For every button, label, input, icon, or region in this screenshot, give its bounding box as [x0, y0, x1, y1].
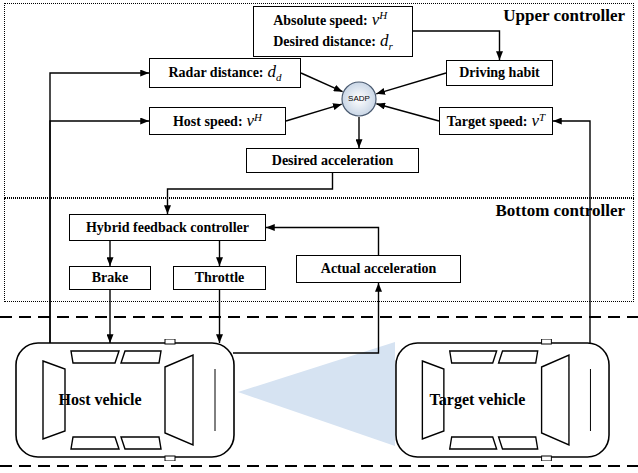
process-box: Hybrid feedback controller [69, 214, 266, 241]
node-text-block: Throttle [195, 269, 245, 287]
node-label: Upper controller [503, 6, 625, 25]
text-line: Desired distance: dr [273, 30, 393, 54]
text-line: SADP [348, 94, 370, 104]
text-line: Host vehicle [58, 390, 141, 410]
node-label: Target speed: [447, 114, 528, 129]
node-label: Radar distance: [168, 65, 263, 80]
node-text-block: Host speed: vH [173, 110, 262, 131]
text-line: Desired acceleration [272, 152, 393, 170]
process-box: Target speed: vT [439, 107, 553, 135]
text-line: Host speed: vH [173, 110, 262, 131]
radar-beam [238, 342, 395, 446]
text-line: Bottom controller [495, 200, 625, 221]
text-line: Throttle [195, 269, 245, 287]
process-box: Radar distance: dd [149, 58, 301, 88]
node-text-block: Radar distance: dd [168, 61, 281, 85]
subscript: r [389, 40, 393, 52]
node-text-block: Target speed: vT [447, 110, 545, 131]
process-box: Brake [69, 266, 151, 290]
node-text-block: Bottom controller [495, 200, 625, 221]
text-line: Absolute speed: vH [273, 9, 393, 30]
process-box: Desired acceleration [246, 148, 419, 173]
signal-arrow [168, 173, 333, 214]
signal-arrow [413, 31, 500, 60]
node-label: Hybrid feedback controller [86, 220, 249, 235]
signal-arrow [219, 241, 220, 266]
signal-arrow [286, 104, 342, 121]
controller-region: Bottom controllerHybrid feedback control… [4, 198, 634, 302]
controller-region: Upper controllerAbsolute speed:vHDesired… [4, 3, 634, 198]
node-label: Brake [92, 270, 129, 285]
node-text-block: Brake [92, 269, 129, 287]
signal-arrow [376, 73, 446, 94]
node-text-block: Host vehicle [58, 390, 191, 410]
node-label: Desired distance: [273, 34, 376, 49]
text-line: Driving habit [459, 64, 540, 82]
node-text-block: Upper controller [503, 5, 625, 26]
signal-arrow [109, 290, 110, 343]
sadp-circle: SADP [341, 81, 377, 117]
vehicle: Target vehicle [395, 339, 610, 461]
lane-line [0, 316, 638, 318]
node-label: Actual acceleration [321, 261, 436, 276]
variable-symbol: v [247, 111, 255, 130]
superscript: H [254, 111, 262, 123]
process-box: Host speed: vH [149, 107, 286, 135]
subscript: d [276, 71, 282, 83]
node-label: Target vehicle [430, 391, 526, 408]
text-line: Hybrid feedback controller [86, 219, 249, 237]
signal-arrow [219, 290, 220, 343]
signal-arrow [50, 73, 149, 344]
node-label: Host vehicle [58, 391, 141, 408]
text-line: Target vehicle [430, 390, 526, 410]
signal-arrow [233, 283, 379, 353]
process-box: Absolute speed: vH Desired distance: dr [253, 6, 413, 57]
text-line: Target speed: vT [447, 110, 545, 131]
vehicle: Host vehicle [15, 339, 235, 461]
signal-arrow [301, 73, 343, 92]
text-line: Actual acceleration [321, 260, 436, 278]
process-box: Throttle [173, 266, 266, 290]
node-text-block: SADP [348, 94, 370, 104]
node-text-block: Actual acceleration [321, 260, 436, 278]
variable-symbol: v [532, 111, 540, 130]
signal-arrow [553, 121, 590, 344]
node-text-block: Hybrid feedback controller [86, 219, 249, 237]
node-text-block: Absolute speed: vH Desired distance: dr [273, 9, 393, 54]
text-line: Brake [92, 269, 129, 287]
variable-symbol: d [268, 62, 277, 81]
node-label: Absolute speed: [273, 13, 368, 28]
node-label: Bottom controller [495, 201, 625, 220]
process-box: Driving habit [446, 60, 553, 86]
node-label: Throttle [195, 270, 245, 285]
node-text-block: Driving habit [459, 64, 540, 82]
superscript: H [379, 9, 387, 21]
signal-arrow [266, 228, 379, 256]
variable-symbol: d [380, 31, 389, 50]
superscript: T [539, 111, 545, 123]
variable-symbol: v [372, 10, 380, 29]
text-line: Radar distance: dd [168, 61, 281, 85]
signal-arrow [376, 104, 439, 121]
text-line: Upper controller [503, 5, 625, 26]
node-label: SADP [348, 94, 370, 103]
node-label: Desired acceleration [272, 153, 393, 168]
node-text-block: Desired acceleration [272, 152, 393, 170]
process-box: Actual acceleration [296, 255, 461, 283]
signal-arrow [358, 117, 359, 148]
node-text-block: Target vehicle [430, 390, 576, 410]
signal-arrow [109, 241, 110, 266]
node-label: Driving habit [459, 65, 540, 80]
lane-line [0, 465, 638, 467]
node-label: Host speed: [173, 114, 243, 129]
